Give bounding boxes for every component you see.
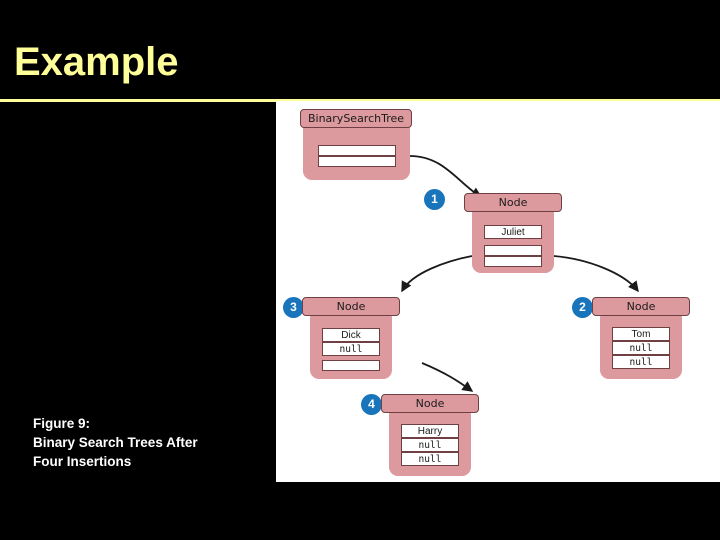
object-node-tom-field-left: null: [612, 341, 670, 355]
caption-line-3: Four Insertions: [33, 454, 132, 470]
object-node-dick-field-left: null: [322, 342, 380, 356]
object-node-juliet-field-name: Juliet: [484, 225, 542, 239]
object-node-harry-field-right: null: [401, 452, 459, 466]
figure-caption: Figure 9: Binary Search Trees After Four…: [33, 414, 268, 471]
caption-line-1: Figure 9:: [33, 416, 91, 431]
page-title: Example: [14, 40, 179, 84]
object-node-tom-title: Node: [592, 297, 690, 316]
step-badge-4: 4: [361, 394, 382, 415]
object-node-tom-field-name: Tom: [612, 327, 670, 341]
object-node-harry-field-name: Harry: [401, 424, 459, 438]
object-node-juliet-field-right: [484, 256, 542, 267]
step-badge-1: 1: [424, 189, 445, 210]
object-node-tom-field-right: null: [612, 355, 670, 369]
object-node-dick-field-right: [322, 360, 380, 371]
object-binarysearchtree-field-0: [318, 145, 396, 156]
object-node-juliet-field-left: [484, 245, 542, 256]
object-node-harry-title: Node: [381, 394, 479, 413]
object-node-dick-title: Node: [302, 297, 400, 316]
object-binarysearchtree-title: BinarySearchTree: [300, 109, 412, 128]
object-node-juliet-title: Node: [464, 193, 562, 212]
object-binarysearchtree-field-1: [318, 156, 396, 167]
object-node-dick-field-name: Dick: [322, 328, 380, 342]
figure-image: BinarySearchTree 1 Node Juliet 3 Node Di…: [276, 101, 720, 482]
title-divider: [0, 99, 720, 102]
step-badge-2: 2: [572, 297, 593, 318]
caption-line-2: Binary Search Trees After: [33, 435, 198, 451]
object-node-harry-field-left: null: [401, 438, 459, 452]
step-badge-3: 3: [283, 297, 304, 318]
